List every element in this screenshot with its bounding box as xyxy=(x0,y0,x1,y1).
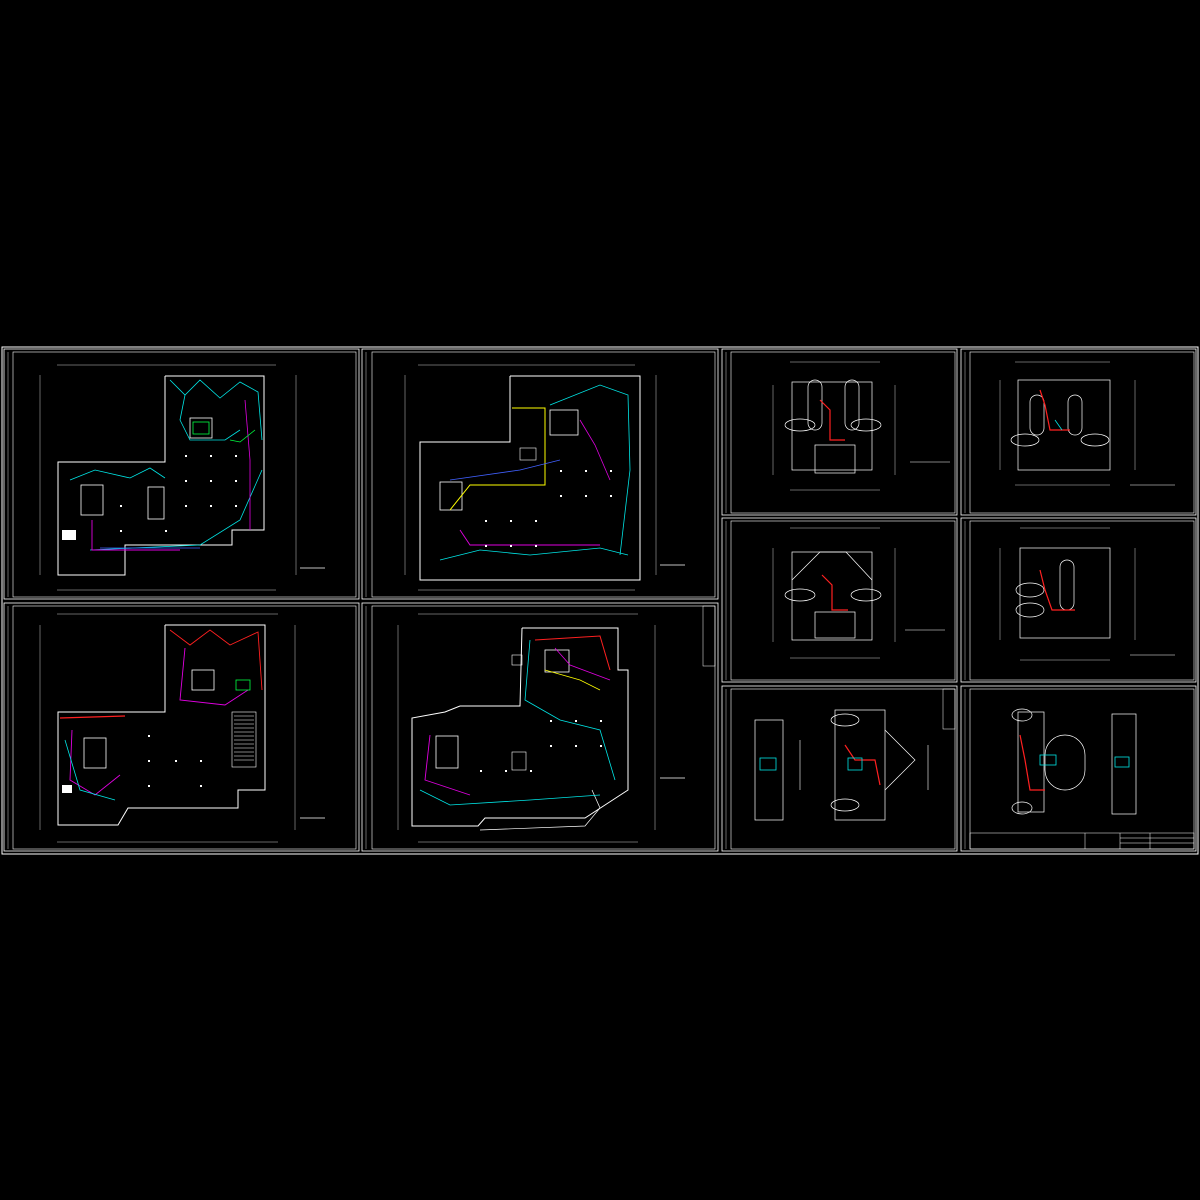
sheet-4 xyxy=(361,602,719,852)
floor-plan-outline xyxy=(411,627,629,827)
sheet-8 xyxy=(960,517,1197,683)
floor-plan-outline xyxy=(57,624,266,826)
sheet-6 xyxy=(960,348,1197,516)
title-block xyxy=(969,832,1195,850)
drawing-set-border xyxy=(1,346,1199,855)
sheet-7 xyxy=(721,517,958,683)
sheet-5 xyxy=(721,348,958,516)
sheet-3 xyxy=(3,602,360,852)
sheet-10 xyxy=(960,685,1197,852)
floor-plan-outline xyxy=(419,375,641,581)
sheet-2 xyxy=(361,348,719,600)
floor-plan-outline xyxy=(57,375,265,576)
sheet-1 xyxy=(3,348,360,600)
sheet-9 xyxy=(721,685,958,852)
